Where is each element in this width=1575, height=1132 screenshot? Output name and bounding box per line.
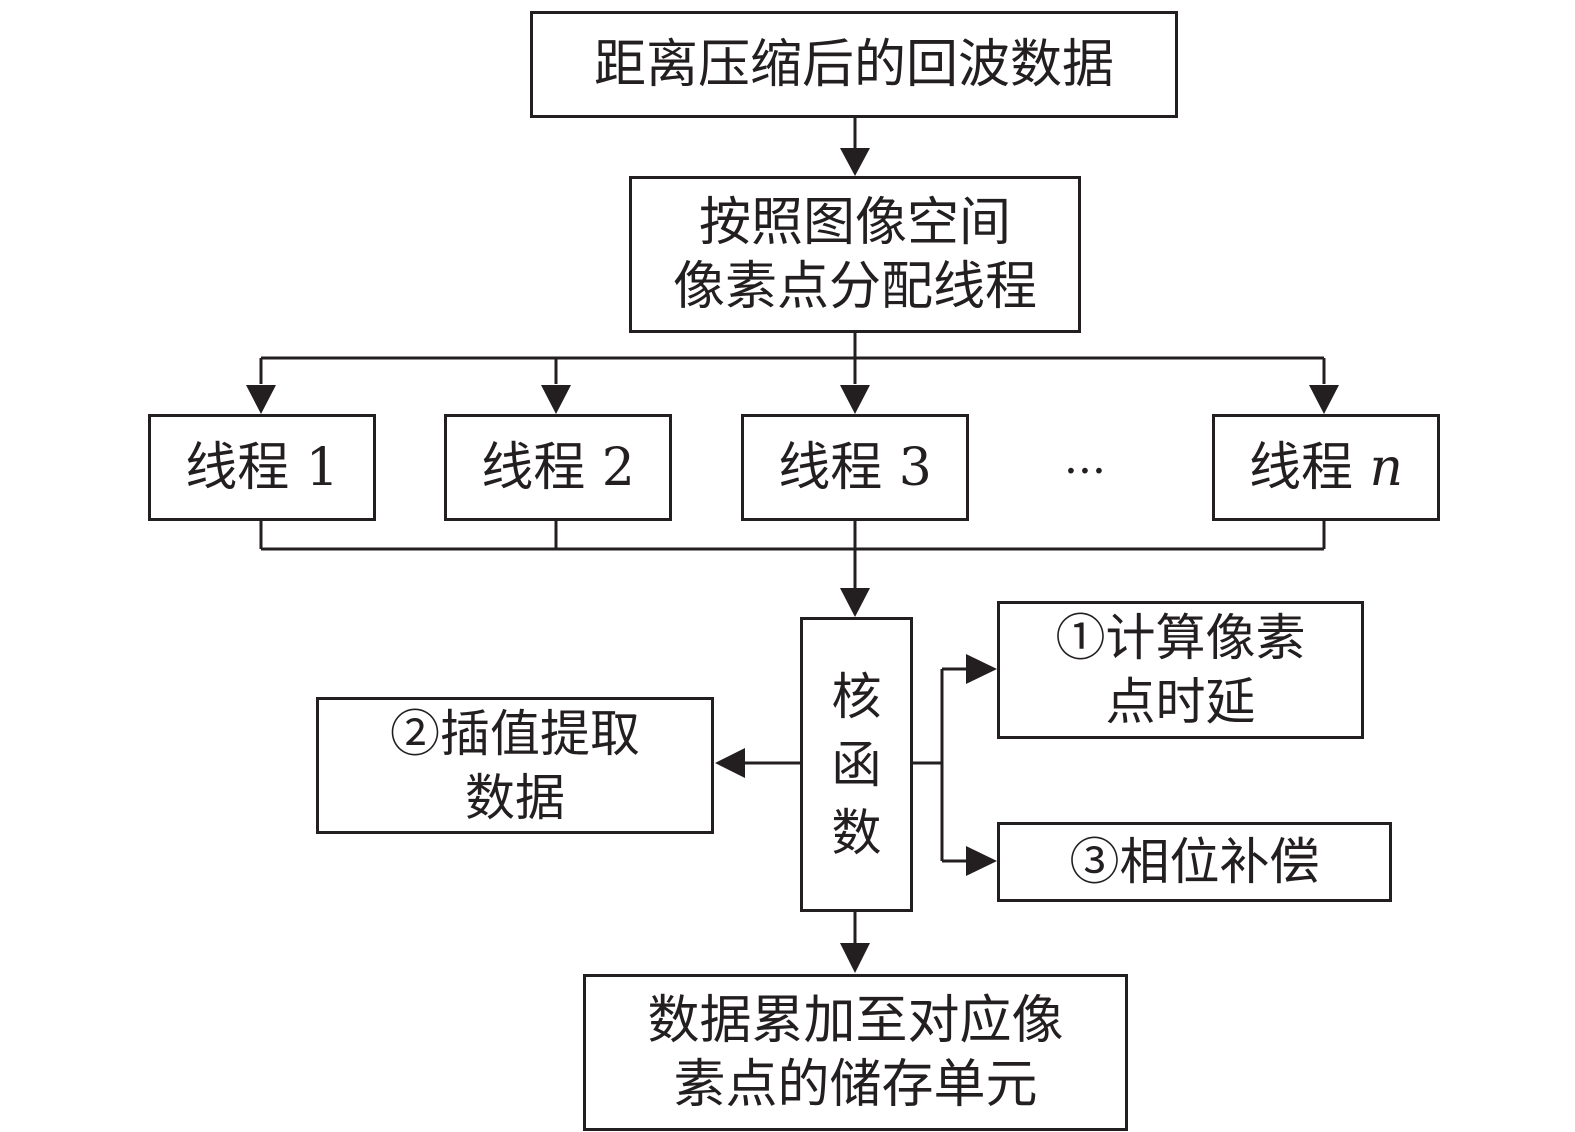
arrowhead-thread-1 xyxy=(246,385,276,414)
step2-line-1: ②插值提取 xyxy=(390,704,640,763)
thread-n-prefix: 线程 xyxy=(1248,437,1370,498)
step3-label: ③相位补偿 xyxy=(1069,833,1320,891)
arrowhead-accumulate xyxy=(840,943,870,973)
thread-2-node: 线程 2 xyxy=(444,414,672,521)
thread-1-node: 线程 1 xyxy=(148,414,376,521)
echo-data-label: 距离压缩后的回波数据 xyxy=(593,34,1114,95)
kernel-function-node: 核 函 数 xyxy=(800,617,913,912)
thread-n-node: 线程 n xyxy=(1212,414,1440,521)
accumulate-node: 数据累加至对应像 素点的储存单元 xyxy=(583,974,1128,1131)
arrowhead-step3 xyxy=(966,846,997,876)
step1-line-2: 点时延 xyxy=(1105,673,1256,731)
kernel-char-3: 数 xyxy=(831,803,882,862)
step3-phase-compensation-node: ③相位补偿 xyxy=(997,822,1392,902)
kernel-char-2: 函 xyxy=(831,735,882,794)
echo-data-node: 距离压缩后的回波数据 xyxy=(530,11,1178,118)
arrowhead-step1 xyxy=(966,654,997,684)
arrowhead-kernel xyxy=(840,588,870,617)
allocate-line-1: 按照图像空间 xyxy=(698,192,1011,253)
thread-1-label: 线程 1 xyxy=(185,437,339,498)
step1-line-1: ①计算像素 xyxy=(1055,609,1306,667)
thread-n-label: 线程 n xyxy=(1249,436,1403,500)
step2-interpolate-node: ②插值提取 数据 xyxy=(316,697,714,834)
arrowhead-thread-3 xyxy=(840,385,870,414)
accumulate-line-1: 数据累加至对应像 xyxy=(647,990,1064,1051)
thread-ellipsis: ··· xyxy=(1064,446,1106,497)
kernel-char-1: 核 xyxy=(831,667,882,726)
allocate-threads-node: 按照图像空间 像素点分配线程 xyxy=(629,176,1081,333)
thread-2-label: 线程 2 xyxy=(481,437,635,498)
arrowhead-thread-2 xyxy=(541,385,571,414)
thread-n-variable: n xyxy=(1369,437,1404,498)
thread-3-node: 线程 3 xyxy=(741,414,969,521)
step1-compute-delay-node: ①计算像素 点时延 xyxy=(997,601,1364,739)
arrowhead-step2 xyxy=(715,748,745,778)
arrowhead-allocate xyxy=(840,148,870,176)
allocate-line-2: 像素点分配线程 xyxy=(672,256,1037,317)
accumulate-line-2: 素点的储存单元 xyxy=(673,1054,1038,1115)
arrowhead-thread-n xyxy=(1309,385,1339,414)
thread-3-label: 线程 3 xyxy=(778,437,932,498)
step2-line-2: 数据 xyxy=(465,768,565,827)
